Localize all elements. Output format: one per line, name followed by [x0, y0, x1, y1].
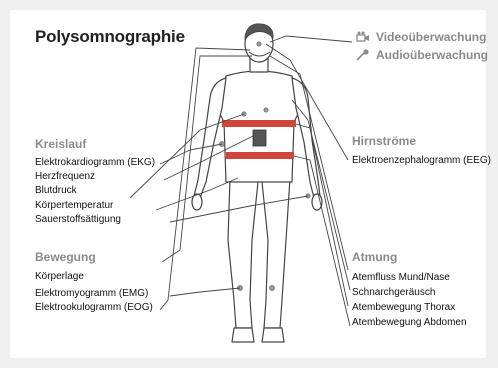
- list-item: Atembewegung Thorax: [352, 302, 455, 313]
- list-item: Atembewegung Abdomen: [352, 317, 467, 328]
- left-arm: [194, 78, 226, 198]
- list-item: Herzfrequenz: [35, 171, 95, 182]
- page-title: Polysomnographie: [35, 27, 185, 47]
- right-leg: [262, 178, 290, 328]
- abdomen-belt: [226, 152, 294, 159]
- list-item: Sauerstoffsättigung: [35, 214, 121, 225]
- chest-device: [253, 130, 266, 146]
- list-item: Elektroenzephalogramm (EEG): [352, 155, 491, 166]
- microphone-icon: [356, 49, 370, 61]
- list-item: Elektrookulogramm (EOG): [35, 302, 153, 313]
- list-item: Elektrokardiogramm (EKG): [35, 157, 155, 168]
- kreislauf-heading: Kreislauf: [35, 137, 86, 151]
- list-item: Blutdruck: [35, 185, 77, 196]
- video-camera-icon: [356, 31, 370, 43]
- hirnstroeme-heading: Hirnströme: [352, 134, 416, 148]
- left-leg: [228, 178, 258, 328]
- list-item: Schnarchgeräusch: [352, 287, 435, 298]
- list-item: Körperlage: [35, 271, 84, 282]
- atmung-heading: Atmung: [352, 250, 397, 264]
- bewegung-heading: Bewegung: [35, 250, 96, 264]
- list-item: Elektromyogramm (EMG): [35, 288, 148, 299]
- video-monitoring-label: Videoüberwachung: [376, 30, 486, 44]
- video-monitoring: Videoüberwachung: [356, 30, 486, 44]
- audio-monitoring-label: Audioüberwachung: [376, 48, 488, 62]
- left-foot: [232, 328, 254, 342]
- list-item: Atemfluss Mund/Nase: [352, 272, 450, 283]
- audio-monitoring: Audioüberwachung: [356, 48, 488, 62]
- list-item: Körpertemperatur: [35, 200, 113, 211]
- thorax-belt: [222, 120, 296, 127]
- right-foot: [262, 328, 284, 342]
